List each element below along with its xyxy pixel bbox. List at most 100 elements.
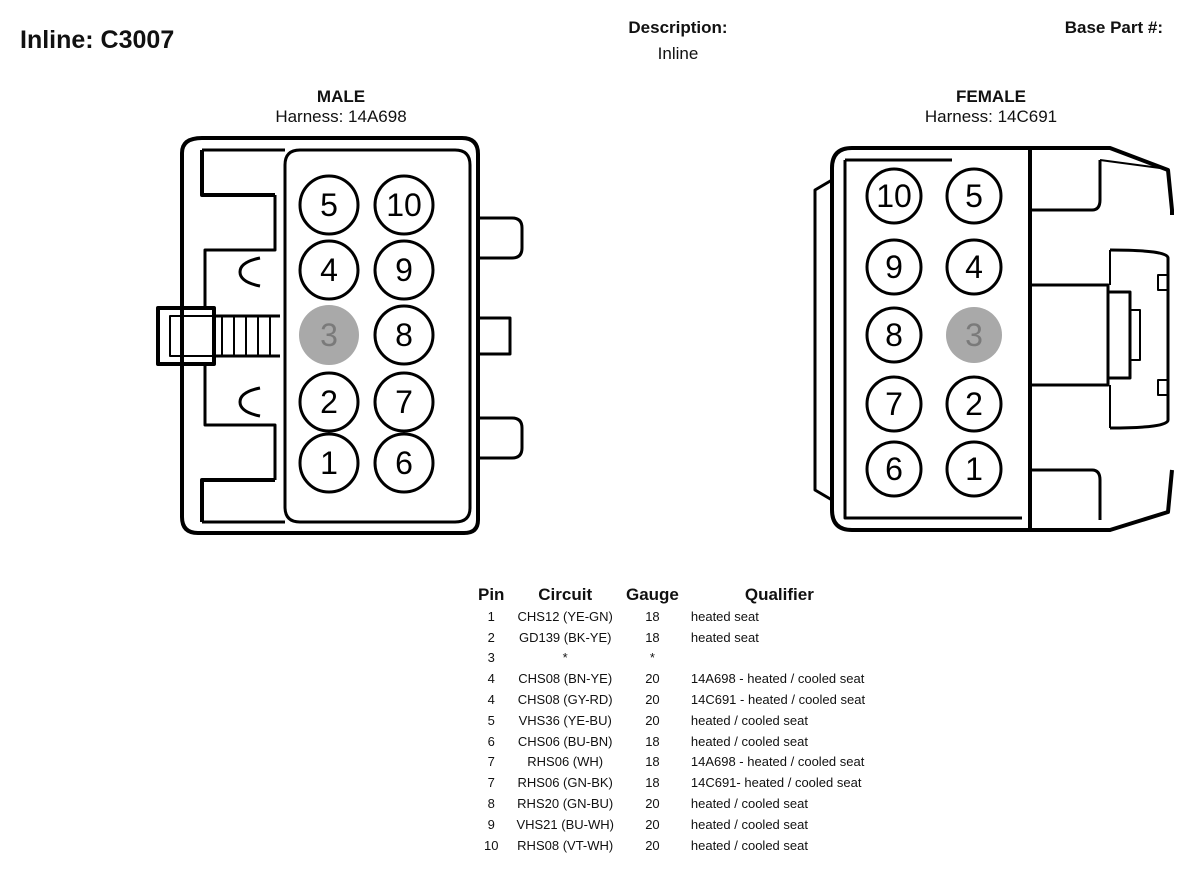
male-pin-9: 9 <box>373 239 435 301</box>
female-pin-1: 1 <box>945 440 1003 498</box>
svg-text:5: 5 <box>320 187 338 223</box>
male-pin-5: 5 <box>298 174 360 236</box>
female-pin-4: 4 <box>945 238 1003 296</box>
cell-gauge: 20 <box>645 816 660 832</box>
description-label: Description: <box>628 18 728 37</box>
cell-gauge: 20 <box>645 796 660 812</box>
female-harness-label: Harness: 14C691 <box>924 107 1058 126</box>
table-header-row: Pin Circuit Gauge Qualifier <box>472 584 874 606</box>
svg-text:10: 10 <box>876 178 912 214</box>
svg-text:7: 7 <box>885 386 903 422</box>
cell-qualifier: 14C691 - heated / cooled seat <box>690 692 866 708</box>
cell-qualifier: heated / cooled seat <box>690 712 808 728</box>
male-pin-6: 6 <box>373 432 435 494</box>
svg-text:1: 1 <box>320 445 338 481</box>
svg-text:2: 2 <box>965 386 983 422</box>
cell-pin: 7 <box>487 775 495 791</box>
header-circuit: Circuit <box>538 585 593 604</box>
female-pin-3-empty: 3 <box>946 307 1002 363</box>
cell-pin: 10 <box>483 837 499 853</box>
svg-text:3: 3 <box>320 317 338 353</box>
cell-gauge: 18 <box>645 629 660 645</box>
cell-circuit: GD139 (BK-YE) <box>518 629 612 645</box>
male-pin-3-empty: 3 <box>299 305 359 365</box>
cell-pin: 8 <box>487 796 495 812</box>
male-harness-label: Harness: 14A698 <box>275 107 407 126</box>
cell-circuit: CHS06 (BU-BN) <box>517 733 613 749</box>
table-row: 4 CHS08 (GY-RD) 20 14C691 - heated / cooled… <box>472 689 874 710</box>
svg-text:3: 3 <box>965 317 983 353</box>
cell-gauge: 18 <box>645 775 660 791</box>
male-pin-8: 8 <box>373 304 435 366</box>
cell-pin: 1 <box>487 608 495 624</box>
female-pin-5: 5 <box>945 167 1003 225</box>
pinout-table: Pin Circuit Gauge Qualifier 1 CHS12 (YE-G… <box>472 584 874 856</box>
cell-qualifier: heated seat <box>690 629 759 645</box>
table-row: 7 RHS06 (GN-BK) 18 14C691- heated / cooled … <box>472 772 874 793</box>
cell-pin: 7 <box>487 754 495 770</box>
female-pin-7: 7 <box>865 375 923 433</box>
table-row: 6 CHS06 (BU-BN) 18 heated / cooled seat <box>472 731 874 752</box>
svg-text:4: 4 <box>320 252 338 288</box>
cell-gauge: 18 <box>645 733 660 749</box>
cell-circuit: CHS12 (YE-GN) <box>517 608 613 624</box>
table-row: 8 RHS20 (GN-BU) 20 heated / cooled seat <box>472 793 874 814</box>
svg-text:10: 10 <box>386 187 422 223</box>
svg-text:8: 8 <box>885 317 903 353</box>
male-pin-4: 4 <box>298 239 360 301</box>
cell-qualifier: heated seat <box>690 608 759 624</box>
cell-gauge: 20 <box>645 837 660 853</box>
connector-title: Inline: C3007 <box>20 26 175 54</box>
cell-circuit: VHS36 (YE-BU) <box>518 712 612 728</box>
table-row: 9 VHS21 (BU-WH) 20 heated / cooled seat <box>472 814 874 835</box>
header-gauge: Gauge <box>625 585 679 604</box>
cell-gauge: 20 <box>645 692 660 708</box>
cell-circuit: RHS06 (GN-BK) <box>517 775 613 791</box>
male-connector-title: MALE <box>316 87 366 106</box>
cell-gauge: * <box>649 650 655 666</box>
header-qualifier: Qualifier <box>744 585 814 604</box>
cell-qualifier: heated / cooled seat <box>690 733 808 749</box>
svg-text:6: 6 <box>395 445 413 481</box>
cell-pin: 4 <box>487 692 495 708</box>
cell-circuit: CHS08 (GY-RD) <box>517 692 613 708</box>
male-pin-2: 2 <box>298 371 360 433</box>
cell-circuit: RHS06 (WH) <box>527 754 604 770</box>
svg-text:1: 1 <box>965 451 983 487</box>
header-pin: Pin <box>478 585 505 604</box>
cell-pin: 9 <box>487 816 495 832</box>
base-part-label: Base Part #: <box>1064 18 1163 37</box>
cell-pin: 2 <box>487 629 495 645</box>
male-pin-1: 1 <box>298 432 360 494</box>
cell-circuit: CHS08 (BN-YE) <box>518 671 613 687</box>
cell-qualifier: heated / cooled seat <box>690 796 808 812</box>
cell-qualifier: 14C691- heated / cooled seat <box>690 775 862 791</box>
cell-circuit: VHS21 (BU-WH) <box>516 816 614 832</box>
cell-circuit: * <box>562 650 568 666</box>
cell-pin: 5 <box>487 712 495 728</box>
cell-circuit: RHS08 (VT-WH) <box>517 837 614 853</box>
cell-pin: 3 <box>487 650 495 666</box>
cell-pin: 6 <box>487 733 495 749</box>
female-pin-10: 10 <box>865 167 923 225</box>
female-connector-diagram: 10 5 9 4 8 3 7 2 6 1 <box>813 146 1174 532</box>
cell-gauge: 20 <box>645 671 660 687</box>
male-pin-7: 7 <box>373 371 435 433</box>
cell-qualifier: heated / cooled seat <box>690 816 808 832</box>
cell-qualifier: 14A698 - heated / cooled seat <box>690 754 865 770</box>
svg-text:2: 2 <box>320 384 338 420</box>
female-connector-title: FEMALE <box>956 87 1026 106</box>
female-pin-9: 9 <box>865 238 923 296</box>
table-row: 3 * * <box>472 648 874 669</box>
cell-gauge: 20 <box>645 712 660 728</box>
svg-text:9: 9 <box>885 249 903 285</box>
table-row: 2 GD139 (BK-YE) 18 heated seat <box>472 627 874 648</box>
male-pin-10: 10 <box>373 174 435 236</box>
female-pin-2: 2 <box>945 375 1003 433</box>
cell-qualifier: 14A698 - heated / cooled seat <box>690 671 865 687</box>
cell-circuit: RHS20 (GN-BU) <box>517 796 614 812</box>
svg-text:5: 5 <box>965 178 983 214</box>
